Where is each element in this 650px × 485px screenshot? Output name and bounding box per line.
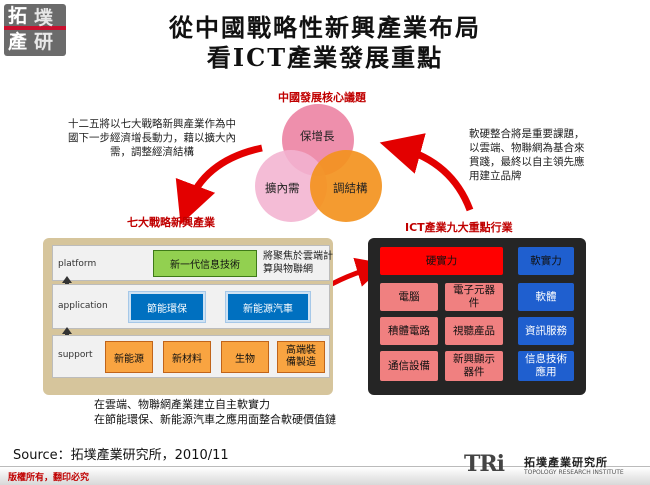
soft-power-cell: 軟體 <box>518 283 574 311</box>
hard-power-cell: 積體電路 <box>380 317 438 345</box>
footer-bar <box>0 466 650 485</box>
platform-note: 將聚焦於雲端計算與物聯網 <box>263 251 333 275</box>
soft-power-header: 軟實力 <box>518 247 574 275</box>
platform-layer: platform 新一代信息技術 將聚焦於雲端計算與物聯網 <box>52 245 333 281</box>
hard-power-cell: 新興顯示器件 <box>445 351 503 381</box>
hard-power-header: 硬實力 <box>380 247 503 275</box>
application-box: 節能環保 <box>128 291 206 323</box>
logo-char: 產 <box>8 31 28 53</box>
ict-industries-panel: 硬實力 軟實力 電腦 電子元器件 積體電路 視聽產品 通信設備 新興顯示器件 軟… <box>368 238 586 395</box>
venn-label: 保增長 <box>300 129 335 143</box>
layer-label: application <box>58 301 108 311</box>
tri-logo: TRi <box>464 451 505 477</box>
venn-label: 調結構 <box>333 181 368 195</box>
platform-box: 新一代信息技術 <box>153 250 257 277</box>
core-issues-heading: 中國發展核心議題 <box>278 91 366 104</box>
support-layer: support 新能源 新材料 生物 高端裝備製造 <box>52 335 330 378</box>
soft-power-cell: 信息技術應用 <box>518 351 574 381</box>
left-section-heading: 七大戰略新興產業 <box>127 216 215 229</box>
hard-power-cell: 視聽產品 <box>445 317 503 345</box>
support-box: 新材料 <box>163 341 211 373</box>
logo-char: 研 <box>34 31 54 53</box>
support-box: 生物 <box>221 341 269 373</box>
logo-char: 拓 <box>8 5 28 27</box>
hard-power-cell: 電腦 <box>380 283 438 311</box>
support-box: 高端裝備製造 <box>277 341 325 373</box>
summary-line: 在雲端、物聯網產業建立自主軟實力 <box>94 398 270 411</box>
layer-label: support <box>58 350 93 360</box>
page-title: 從中國戰略性新興產業布局 <box>169 13 481 42</box>
strategic-industries-panel: platform 新一代信息技術 將聚焦於雲端計算與物聯網 applicatio… <box>43 238 333 395</box>
hard-power-cell: 電子元器件 <box>445 283 503 311</box>
left-note: 十二五將以七大戰略新興產業作為中國下一步經濟增長動力，藉以擴大內需，調整經濟結構 <box>68 118 236 158</box>
application-layer: application 節能環保 新能源汽車 <box>52 284 330 329</box>
summary-text: 在雲端、物聯網產業建立自主軟實力 在節能環保、新能源汽車之應用面整合軟硬價值鏈 <box>94 397 336 427</box>
support-box: 新能源 <box>105 341 153 373</box>
source-citation: Source：拓墣產業研究所，2010/11 <box>13 448 229 463</box>
right-note: 軟硬整合將是重要課題，以雲端、物聯網為基合來貫踐，最終以自主領先應用建立品牌 <box>469 128 585 182</box>
page-subtitle: 看ICT產業發展重點 <box>206 43 444 72</box>
logo: 拓 墣 產 研 <box>4 4 66 56</box>
copyright-notice: 版權所有，翻印必究 <box>8 473 90 483</box>
summary-line: 在節能環保、新能源汽車之應用面整合軟硬價值鏈 <box>94 413 336 426</box>
venn-circle-structure <box>310 150 382 222</box>
venn-label: 擴內需 <box>265 181 300 195</box>
hard-power-cell: 通信設備 <box>380 351 438 381</box>
application-box: 新能源汽車 <box>225 291 311 323</box>
logo-accent <box>4 26 66 30</box>
venn-diagram: 保增長 擴內需 調結構 <box>255 102 395 227</box>
right-section-heading: ICT產業九大重點行業 <box>405 221 513 234</box>
layer-label: platform <box>58 259 97 269</box>
institute-name: 拓墣產業研究所 <box>524 456 608 469</box>
institute-subtitle: TOPOLOGY RESEARCH INSTITUTE <box>524 469 624 476</box>
soft-power-cell: 資訊服務 <box>518 317 574 345</box>
arrow-to-right <box>379 133 474 212</box>
logo-char: 墣 <box>34 7 54 29</box>
